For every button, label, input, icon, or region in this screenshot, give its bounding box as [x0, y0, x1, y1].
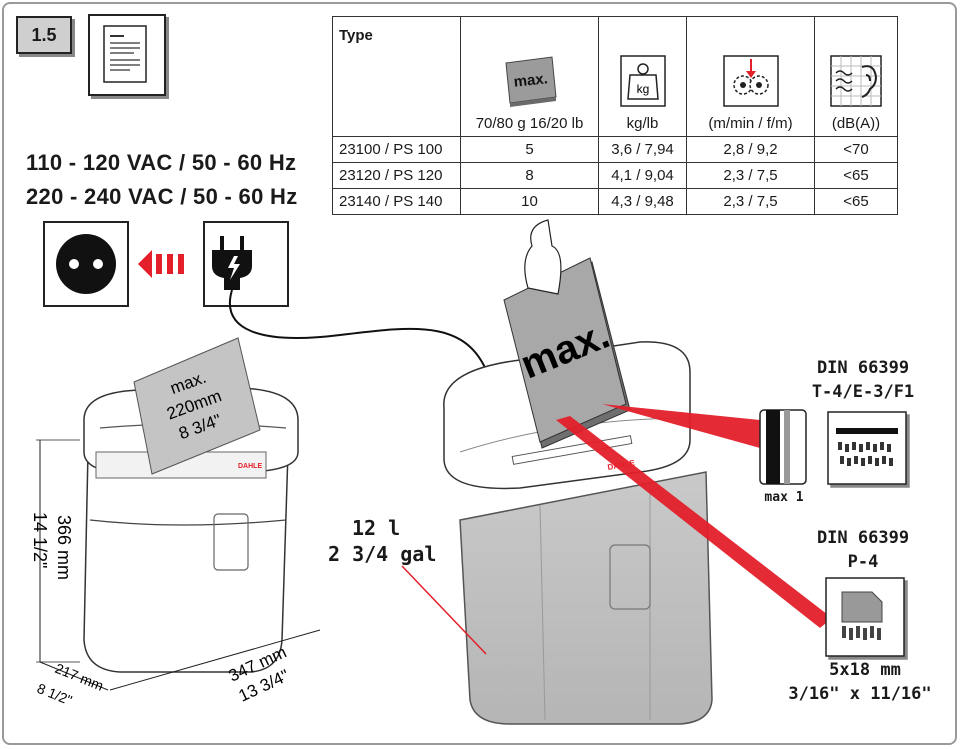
- card-din-label: DIN 66399: [816, 358, 910, 378]
- cell-model: 23140 / PS 140: [332, 188, 461, 215]
- cell-noise: <65: [814, 162, 898, 189]
- right-shredder: DAHLE max.: [443, 219, 713, 725]
- card-class-label: T-4/E-3/F1: [811, 382, 915, 402]
- cell-speed: 2,8 / 9,2: [686, 136, 815, 163]
- cell-sheets: 8: [460, 162, 599, 189]
- red-dashed-arrow-icon: [138, 250, 184, 278]
- shredder-speed-icon: [722, 55, 779, 107]
- table-row: 23140 / PS 140 10 4,3 / 9,48 2,3 / 7,5 <…: [332, 188, 898, 215]
- column-speed: (m/min / f/m): [686, 16, 815, 137]
- paper-icon-label: max.: [512, 70, 548, 90]
- table-row: 23120 / PS 120 8 4,1 / 9,04 2,3 / 7,5 <6…: [332, 162, 898, 189]
- cell-sheets: 10: [460, 188, 599, 215]
- card-slot-leader: [602, 404, 760, 448]
- height-mm-label: 366 mm: [54, 515, 74, 580]
- bin-volume-gallons: 2 3/4 gal: [328, 542, 437, 566]
- cell-weight: 4,1 / 9,04: [598, 162, 687, 189]
- column-weight-label: kg/lb: [626, 115, 659, 132]
- paper-din-label: DIN 66399: [816, 528, 910, 548]
- cell-model: 23100 / PS 100: [332, 136, 461, 163]
- card-max-label: max 1: [764, 490, 804, 505]
- card-icon: [759, 409, 807, 485]
- step-number-badge: 1.5: [16, 16, 72, 54]
- voltage-line-2: 220 - 240 VAC / 50 - 60 Hz: [26, 184, 298, 209]
- cell-model: 23120 / PS 120: [332, 162, 461, 189]
- column-type: Type: [332, 16, 461, 137]
- cell-sheets: 5: [460, 136, 599, 163]
- cell-weight: 3,6 / 7,94: [598, 136, 687, 163]
- cell-noise: <65: [814, 188, 898, 215]
- paper-cut-leader: [556, 416, 832, 628]
- table-header-row: Type max. 70/80 g 16/20 lb kg kg/lb: [332, 16, 898, 137]
- table-row: 23100 / PS 100 5 3,6 / 7,94 2,8 / 9,2 <7…: [332, 136, 898, 163]
- noise-ear-icon: [830, 55, 882, 107]
- cell-weight: 4,3 / 9,48: [598, 188, 687, 215]
- cell-speed: 2,3 / 7,5: [686, 188, 815, 215]
- cut-size-mm: 5x18 mm: [829, 660, 901, 680]
- card-shred-icon: [827, 411, 907, 485]
- column-sheets: max. 70/80 g 16/20 lb: [460, 16, 599, 137]
- left-shredder: DAHLE max. 220mm 8 3/4": [36, 337, 321, 691]
- column-speed-label: (m/min / f/m): [708, 115, 793, 132]
- cut-size-in: 3/16" x 11/16": [788, 684, 932, 704]
- column-noise-label: (dB(A)): [831, 115, 881, 132]
- height-in-label: 14 1/2": [30, 512, 50, 568]
- left-brand-logo: DAHLE: [238, 463, 262, 470]
- weight-icon-label: kg: [636, 82, 649, 96]
- column-noise: (dB(A)): [814, 16, 898, 137]
- bin-leader-line: [401, 565, 487, 655]
- bin-volume-liters: 12 l: [352, 516, 401, 540]
- paper-shred-icon: [825, 577, 905, 657]
- column-sheets-label: 70/80 g 16/20 lb: [475, 115, 584, 132]
- voltage-line-1: 110 - 120 VAC / 50 - 60 Hz: [26, 150, 297, 175]
- spec-table: Type max. 70/80 g 16/20 lb kg kg/lb: [332, 16, 898, 215]
- paper-stack-icon: max.: [504, 56, 557, 107]
- weight-kg-icon: kg: [619, 55, 666, 107]
- power-socket-icon: [43, 221, 129, 307]
- document-icon: [88, 14, 166, 96]
- depth-in-label: 8 1/2": [35, 680, 74, 708]
- power-plug-icon: [203, 221, 289, 307]
- paper-class-label: P-4: [847, 552, 879, 572]
